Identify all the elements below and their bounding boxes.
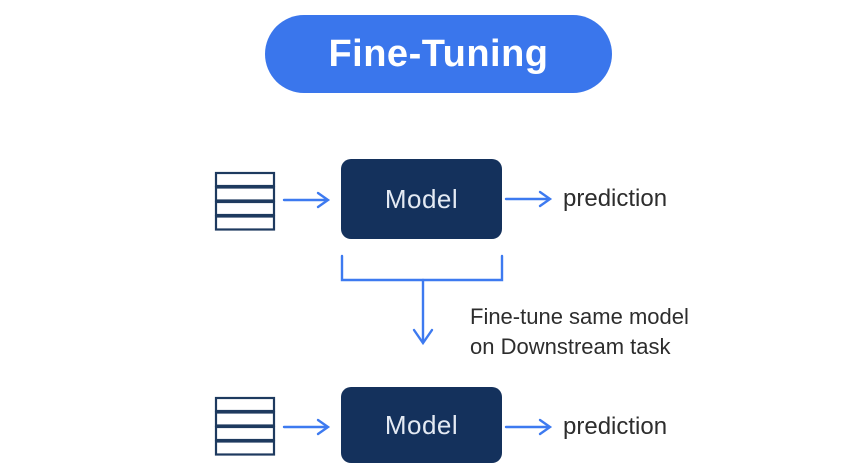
fine-tune-annotation: Fine-tune same model on Downstream task (470, 302, 689, 362)
arrow-right-icon (282, 418, 331, 436)
arrow-right-icon (504, 190, 553, 208)
dataset-table-icon (214, 171, 276, 231)
title-label: Fine-Tuning (328, 32, 549, 75)
prediction-label: prediction (563, 185, 668, 212)
title-pill: Fine-Tuning (265, 15, 612, 93)
annotation-line-2: on Downstream task (470, 334, 671, 359)
model-box: Model (341, 159, 502, 239)
model-box: Model (341, 387, 502, 463)
arrow-right-icon (282, 191, 331, 209)
model-label: Model (384, 183, 459, 214)
dataset-table-icon (214, 396, 276, 456)
prediction-label: prediction (563, 413, 668, 440)
bracket-down-arrow-icon (340, 254, 504, 346)
annotation-line-1: Fine-tune same model (470, 304, 689, 329)
arrow-right-icon (504, 418, 553, 436)
model-label: Model (384, 409, 459, 440)
